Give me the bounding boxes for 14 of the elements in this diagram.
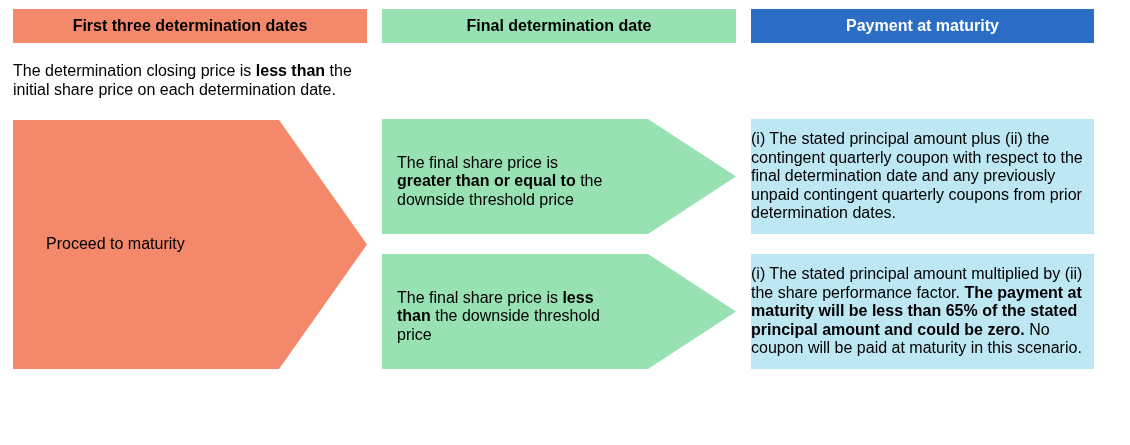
column-header — [13, 9, 367, 43]
outcome-text: (i) The stated principal amount plus (ii) the contingent quarterly coupon with respect to the final determination date and any previously unpaid contingent quarterly coupons from prior determination dates. — [751, 130, 1084, 223]
step-text: The final share price is greater than or equal to the downside threshold price — [397, 153, 604, 210]
column-header — [751, 9, 1094, 43]
condition-note: The determination closing price is less than the initial share price on each determination date. — [13, 61, 353, 99]
outcome-panel — [751, 254, 1094, 369]
header-title: First three determination dates — [72, 17, 308, 35]
outcome-panel — [751, 119, 1094, 234]
step-text: The final share price is less than the downside threshold price — [397, 288, 601, 345]
header-title: Payment at maturity — [846, 17, 999, 35]
outcome-text: (i) The stated principal amount multiplied by (ii) the share performance factor. The payment at maturity will be less than 65% of the stated principal amount and could be zero. No coupon will be paid at maturity in this scenario. — [751, 265, 1084, 358]
header-title: Final determination date — [466, 17, 652, 35]
column-header — [382, 9, 736, 43]
step-text: Proceed to maturity — [46, 235, 186, 254]
